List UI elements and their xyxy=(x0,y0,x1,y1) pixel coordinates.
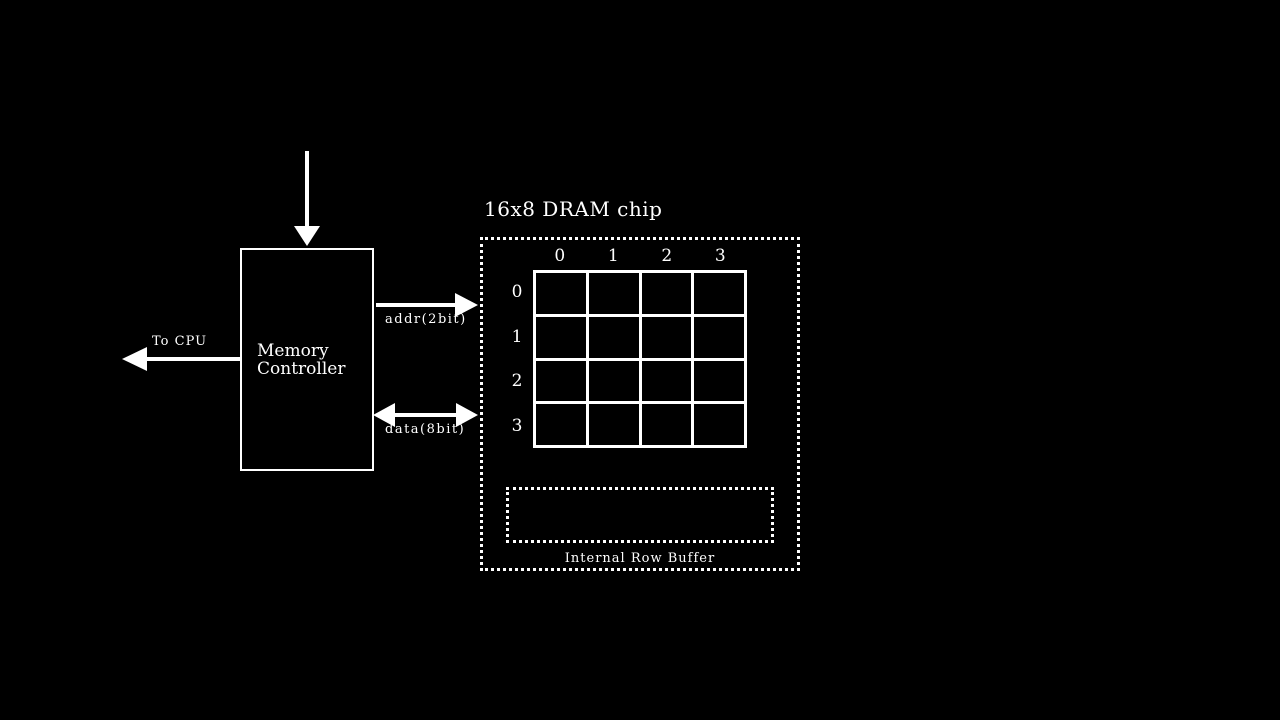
dram-cell xyxy=(536,273,586,314)
to-cpu-label: To CPU xyxy=(152,334,208,349)
dram-cell xyxy=(588,404,639,445)
to-cpu-arrow-line xyxy=(144,357,240,361)
memory-controller-label-line1: Memory xyxy=(257,340,329,361)
column-header: 0 xyxy=(554,246,566,266)
dram-cell xyxy=(536,316,586,358)
arrow-left-icon xyxy=(373,403,395,427)
column-header: 2 xyxy=(661,246,673,266)
dram-cell xyxy=(588,316,639,358)
internal-row-buffer-label: Internal Row Buffer xyxy=(564,551,716,566)
row-header: 3 xyxy=(511,415,523,436)
row-header: 2 xyxy=(511,371,523,392)
dram-cell-grid xyxy=(533,270,747,448)
addr-bus-line xyxy=(376,303,458,307)
dram-chip-box xyxy=(480,237,800,571)
arrow-down-icon xyxy=(294,226,320,246)
dram-cell xyxy=(536,360,586,402)
arrow-left-icon xyxy=(122,347,147,371)
dram-cell xyxy=(694,360,744,402)
dram-chip-title: 16x8 DRAM chip xyxy=(484,197,663,221)
dram-cell xyxy=(641,404,692,445)
dram-cell xyxy=(694,273,744,314)
addr-bus-label: addr(2bit) xyxy=(385,312,467,327)
dram-cell xyxy=(588,360,639,402)
memory-controller-box: Memory Controller xyxy=(240,248,374,471)
dram-cell xyxy=(641,273,692,314)
dram-cell xyxy=(536,404,586,445)
column-header: 3 xyxy=(714,246,726,266)
dram-cell xyxy=(588,273,639,314)
data-bus-line xyxy=(391,413,459,417)
dram-cell xyxy=(694,316,744,358)
column-header: 1 xyxy=(607,246,619,266)
row-header: 1 xyxy=(511,326,523,347)
cpu-to-controller-arrow-line xyxy=(305,151,309,227)
dram-cell xyxy=(641,316,692,358)
row-header: 0 xyxy=(511,282,523,303)
dram-cell xyxy=(694,404,744,445)
dram-column-headers: 0 1 2 3 xyxy=(533,245,747,267)
dram-cell xyxy=(641,360,692,402)
memory-controller-label-line2: Controller xyxy=(257,358,346,379)
data-bus-label: data(8bit) xyxy=(385,422,466,437)
dram-row-headers: 0 1 2 3 xyxy=(504,270,530,448)
arrow-right-icon xyxy=(456,403,478,427)
internal-row-buffer-box xyxy=(506,487,774,543)
arrow-right-icon xyxy=(455,293,478,317)
